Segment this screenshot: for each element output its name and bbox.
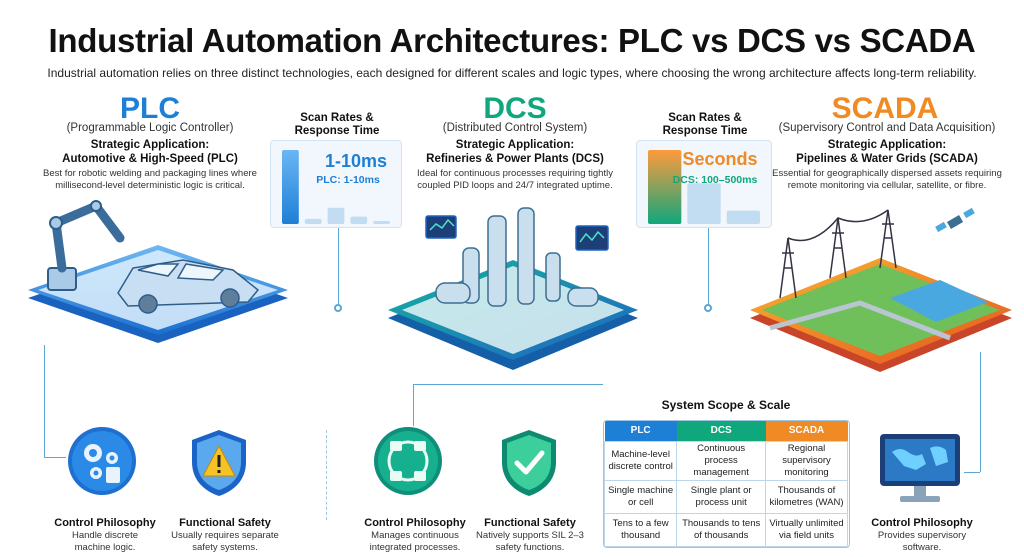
scope-title: System Scope & Scale — [661, 398, 791, 412]
scada-full-name: (Supervisory Control and Data Acquisitio… — [778, 122, 996, 134]
scan1-bar — [327, 207, 345, 224]
plc-heading: PLC — [120, 92, 180, 125]
table-cell: Regional supervisory monitoring — [765, 440, 848, 481]
scope-table-wrapper: PLC DCS SCADA Machine-level discrete con… — [603, 420, 850, 548]
plc-desc-line1: Best for robotic welding and packaging l… — [43, 168, 257, 179]
scan2-bar-chart — [648, 150, 760, 224]
table-cell: Tens to a few thousand — [604, 512, 678, 547]
table-cell: Machine-level discrete control — [604, 440, 678, 481]
scan2-bar — [726, 210, 760, 224]
dcs-strategic-label: Strategic Application: — [455, 139, 575, 151]
dcs-safety-title: Functional Safety — [484, 517, 576, 529]
table-cell: Virtually unlimited via field units — [765, 512, 848, 547]
gears-icon — [68, 427, 136, 495]
table-cell: Single plant or process unit — [676, 479, 766, 514]
dcs-heading: DCS — [483, 92, 547, 125]
table-cell: Thousands of kilometres (WAN) — [765, 479, 848, 514]
scan1-title-line2: Response Time — [294, 125, 380, 137]
plc-control-title: Control Philosophy — [54, 517, 156, 529]
plc-full-name: (Programmable Logic Controller) — [66, 122, 234, 134]
dcs-control-line2: integrated processes. — [369, 542, 461, 553]
scada-illustration — [750, 207, 1012, 372]
scan2-label: DCS: 100–500ms — [672, 174, 758, 186]
scan1-bar-chart — [282, 150, 390, 224]
scope-header-scada: SCADA — [765, 421, 848, 441]
scan1-bar — [282, 150, 299, 224]
dcs-strategic-value: Refineries & Power Plants (DCS) — [426, 153, 604, 165]
scan2-title-line1: Scan Rates & — [668, 112, 742, 124]
plc-strategic-value: Automotive & High-Speed (PLC) — [62, 153, 238, 165]
water-reservoir-icon — [890, 280, 988, 322]
dcs-full-name: (Distributed Control System) — [442, 122, 588, 134]
checkmark-shield-icon — [502, 430, 556, 496]
scada-control-line2: software. — [902, 542, 942, 553]
scada-desc-line1: Essential for geographically dispersed a… — [772, 168, 1002, 179]
plc-strategic-label: Strategic Application: — [90, 139, 210, 151]
dcs-safety-line2: safety functions. — [495, 542, 565, 553]
scada-desc-line2: remote monitoring via cellular, satellit… — [787, 180, 987, 191]
satellite-icon — [935, 207, 975, 233]
dcs-desc-line1: Ideal for continuous processes requiring… — [417, 168, 613, 179]
scada-control-title: Control Philosophy — [871, 517, 973, 529]
scope-table: PLC DCS SCADA Machine-level discrete con… — [604, 421, 848, 547]
plc-safety-line2: safety systems. — [192, 542, 258, 553]
scan1-bar — [350, 216, 368, 224]
plc-control-line2: machine logic. — [74, 542, 136, 553]
table-row: Machine-level discrete control Continuou… — [604, 440, 848, 481]
robot-arm-icon — [47, 200, 125, 291]
table-row: Tens to a few thousand Thousands to tens… — [604, 512, 848, 547]
scan1-bar — [304, 218, 322, 224]
dcs-illustration — [388, 207, 638, 370]
plc-connector-line — [44, 345, 45, 457]
warning-shield-icon — [192, 430, 246, 496]
scada-strategic-value: Pipelines & Water Grids (SCADA) — [796, 153, 978, 165]
table-cell: Thousands to tens of thousands — [676, 512, 766, 547]
dcs-control-line1: Manages continuous — [371, 530, 459, 541]
monitor-map-icon — [880, 434, 960, 502]
dcs-safety-line1: Natively supports SIL 2–3 — [476, 530, 584, 541]
scan2-big-value: Seconds — [682, 149, 758, 169]
table-cell: Single machine or cell — [604, 479, 678, 514]
scada-strategic-label: Strategic Application: — [827, 139, 947, 151]
page-title: Industrial Automation Architectures: PLC… — [48, 22, 976, 59]
car-icon — [117, 259, 260, 314]
plc-control-line1: Handle discrete — [71, 530, 138, 541]
scan1-bar — [373, 221, 390, 224]
plc-safety-line1: Usually requires separate — [171, 530, 279, 541]
table-row: Single machine or cell Single plant or p… — [604, 479, 848, 514]
plc-illustration — [28, 200, 288, 343]
transmission-tower-icon — [779, 209, 897, 299]
scan1-title-line1: Scan Rates & — [300, 112, 374, 124]
refinery-tower-icon — [435, 207, 599, 307]
dcs-control-title: Control Philosophy — [364, 517, 466, 529]
plc-desc-line2: millisecond-level deterministic logic is… — [55, 180, 245, 191]
scada-heading: SCADA — [831, 92, 939, 125]
scan2-title-line2: Response Time — [662, 125, 748, 137]
monitor-screen-icon — [425, 215, 609, 251]
scope-header-plc: PLC — [604, 421, 677, 441]
scan1-big-value: 1-10ms — [324, 151, 388, 171]
plc-safety-title: Functional Safety — [179, 517, 271, 529]
scope-header-dcs: DCS — [676, 421, 766, 441]
table-cell: Continuous process management — [676, 440, 766, 481]
scan1-label: PLC: 1-10ms — [316, 174, 380, 186]
page-subtitle: Industrial automation relies on three di… — [47, 66, 977, 80]
scada-control-line1: Provides supervisory — [877, 530, 967, 541]
scan2-bar — [687, 183, 721, 224]
pipeline-icon — [769, 300, 951, 341]
scan2-bar — [648, 150, 682, 224]
dcs-desc-line2: coupled PID loops and 24/7 integrated up… — [417, 180, 613, 191]
process-flow-icon — [374, 427, 442, 495]
